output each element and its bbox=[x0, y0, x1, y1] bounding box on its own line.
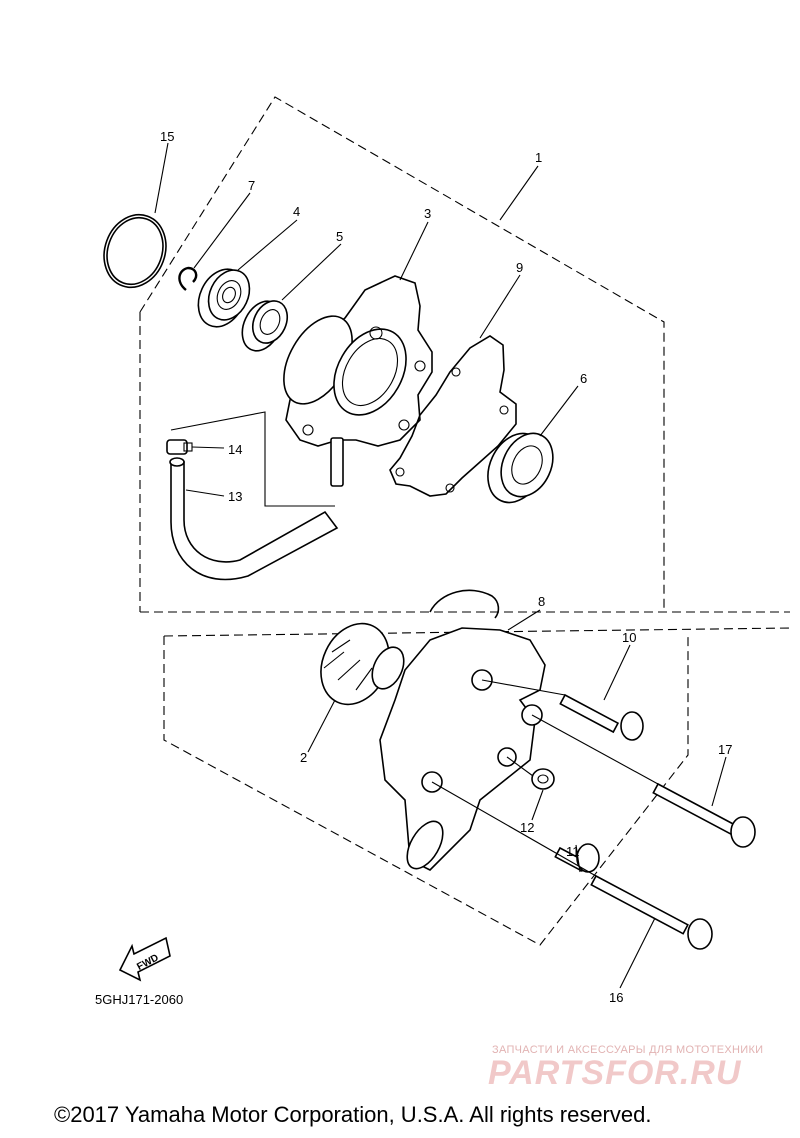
callout-14: 14 bbox=[228, 442, 242, 457]
pump-housing-part bbox=[283, 275, 433, 487]
seal-part bbox=[487, 432, 554, 504]
washer-part bbox=[531, 768, 555, 790]
oil-seal-part bbox=[241, 300, 289, 352]
callout-5: 5 bbox=[336, 229, 343, 244]
callout-12: 12 bbox=[520, 820, 534, 835]
callout-13: 13 bbox=[228, 489, 242, 504]
leader-lines bbox=[154, 142, 727, 989]
fwd-arrow-icon: FWD bbox=[118, 936, 171, 982]
callout-3: 3 bbox=[424, 206, 431, 221]
bolt-11-part bbox=[554, 843, 600, 873]
callout-9: 9 bbox=[516, 260, 523, 275]
bolt-17-part bbox=[652, 782, 756, 848]
gasket-part bbox=[389, 335, 517, 497]
assembly-outline-lower bbox=[163, 636, 689, 946]
o-ring-part bbox=[103, 213, 167, 289]
callout-16: 16 bbox=[609, 990, 623, 1005]
callout-2: 2 bbox=[300, 750, 307, 765]
watermark-logo: PARTSFOR.RU bbox=[488, 1054, 742, 1092]
callout-4: 4 bbox=[293, 204, 300, 219]
lower-o-ring-part bbox=[429, 589, 500, 619]
pump-body-part bbox=[379, 627, 546, 871]
impeller-part bbox=[320, 622, 405, 706]
diagram-code: 5GHJ171-2060 bbox=[95, 992, 184, 1007]
bearing-part bbox=[197, 268, 251, 328]
callout-1: 1 bbox=[535, 150, 542, 165]
callout-11: 11 bbox=[566, 844, 580, 859]
callout-10: 10 bbox=[622, 630, 636, 645]
copyright-notice: ©2017 Yamaha Motor Corporation, U.S.A. A… bbox=[54, 1102, 652, 1127]
callout-6: 6 bbox=[580, 371, 587, 386]
callout-7: 7 bbox=[248, 178, 255, 193]
hose-part bbox=[169, 457, 339, 581]
hose-clamp-part bbox=[166, 439, 193, 455]
assembly-outline-upper bbox=[139, 96, 665, 612]
callout-17: 17 bbox=[718, 742, 732, 757]
circlip-part bbox=[178, 266, 198, 291]
bolt-10-part bbox=[559, 693, 644, 741]
callout-15: 15 bbox=[160, 129, 174, 144]
watermark-tagline: ЗАПЧАСТИ И АКСЕССУАРЫ ДЛЯ МОТОТЕХНИКИ bbox=[492, 1044, 764, 1056]
callout-8: 8 bbox=[538, 594, 545, 609]
bolt-16-part bbox=[590, 874, 713, 950]
